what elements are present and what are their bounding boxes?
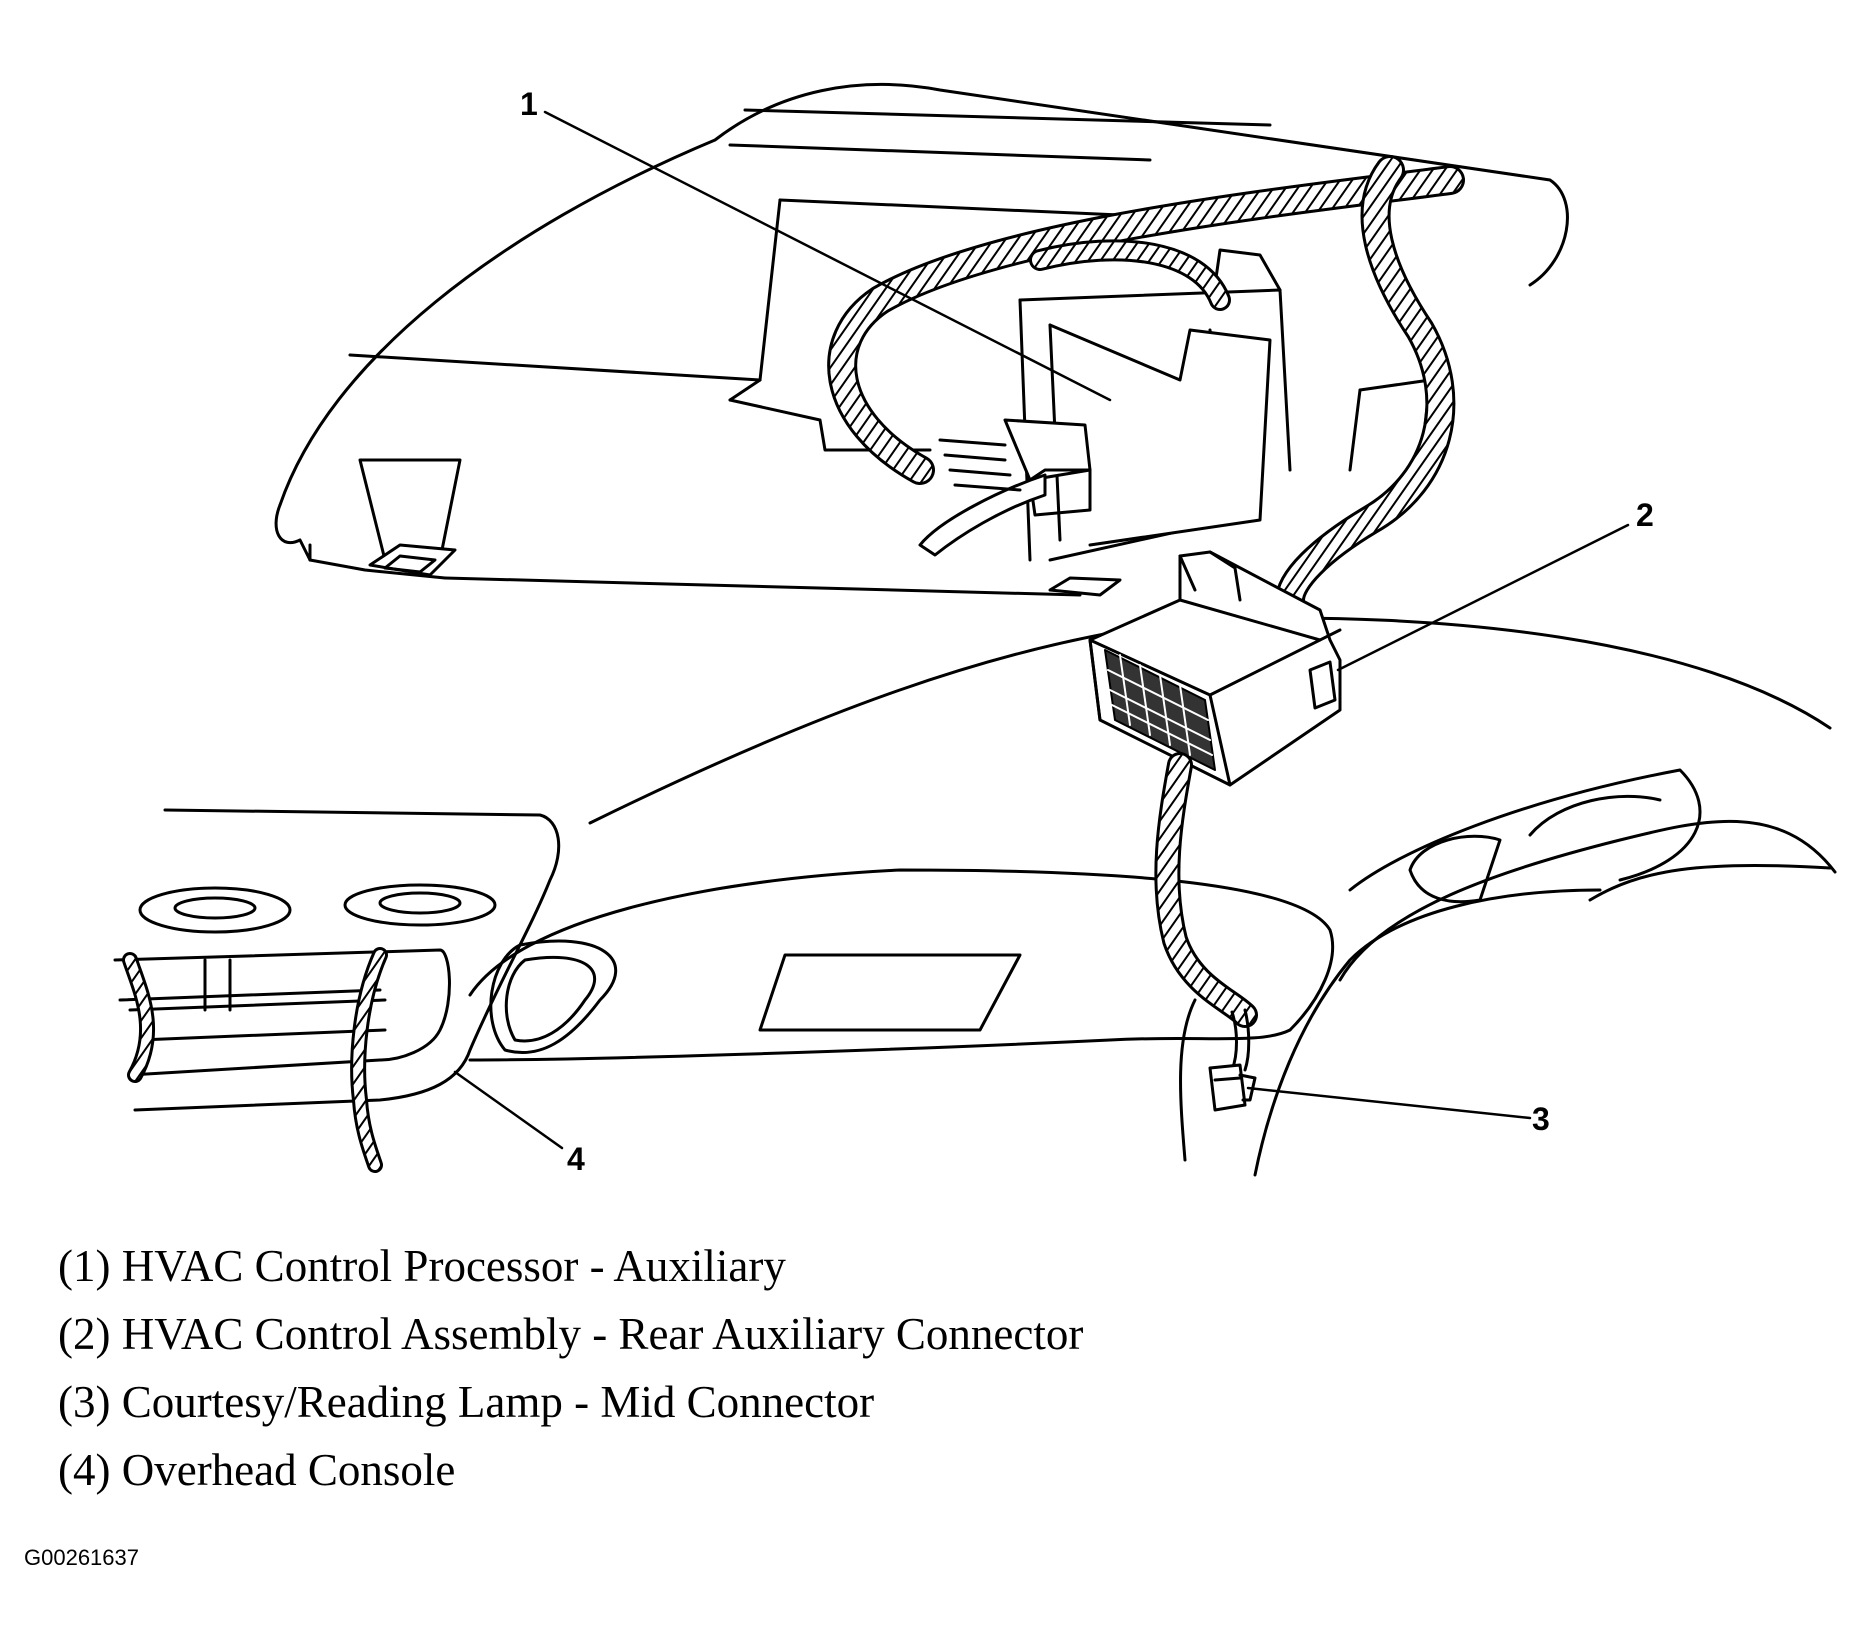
legend: (1) HVAC Control Processor - Auxiliary (…: [58, 1232, 1083, 1504]
leader-1: [543, 110, 1112, 402]
legend-item-1: (1) HVAC Control Processor - Auxiliary: [58, 1241, 786, 1291]
callout-leaders: [453, 110, 1630, 1150]
leader-3: [1246, 1086, 1532, 1120]
rear-auxiliary-connector: [1088, 550, 1342, 787]
legend-item-4: (4) Overhead Console: [58, 1445, 456, 1495]
courtesy-lamp-mid-connector: [1208, 1063, 1257, 1112]
connector-pin-grid: [1104, 649, 1216, 771]
figure-id: G00261637: [24, 1545, 139, 1570]
processor-connector: [918, 323, 1272, 557]
leader-2: [1336, 523, 1630, 672]
console-wiring: [122, 947, 388, 1173]
connector-cable: [1154, 752, 1258, 1072]
dome-lamp-opening: [489, 939, 1022, 1055]
callout-3: 3: [1532, 1101, 1550, 1137]
legend-item-2: (2) HVAC Control Assembly - Rear Auxilia…: [58, 1309, 1084, 1359]
upper-wiring-harness: [827, 155, 1465, 615]
leader-4: [453, 1070, 564, 1150]
callout-4: 4: [567, 1141, 585, 1177]
overhead-console: [113, 808, 561, 1112]
legend-item-3: (3) Courtesy/Reading Lamp - Mid Connecto…: [58, 1377, 875, 1427]
callout-2: 2: [1636, 497, 1654, 533]
callout-1: 1: [520, 86, 538, 122]
